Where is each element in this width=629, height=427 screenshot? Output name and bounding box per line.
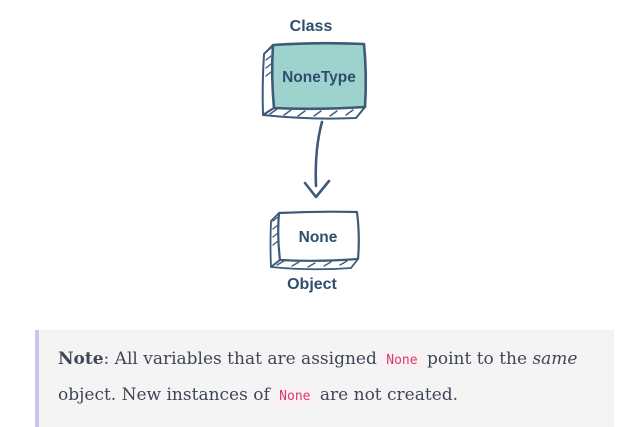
diagram-canvas: Class NoneType [261, 18, 368, 293]
note-text: Note: All variables that are assigned No… [58, 342, 590, 414]
note-text-part4: are not created. [314, 385, 459, 405]
object-box-hatching [272, 216, 348, 268]
down-arrow-icon [303, 120, 331, 199]
note-label: Note [58, 349, 104, 369]
class-label: Class [290, 18, 333, 35]
class-box-bottom-edge [262, 106, 366, 120]
nonetype-diagram: Class NoneType [261, 18, 368, 293]
arrow-head [303, 179, 331, 199]
class-box [261, 41, 368, 120]
inline-code-none: None [382, 352, 422, 369]
inline-code-none-2: None [275, 388, 315, 405]
note-text-part3: object. New instances of [58, 385, 276, 405]
object-box-text: None [299, 229, 338, 246]
object-box-face [277, 210, 360, 262]
object-box [269, 210, 360, 271]
class-box-face [270, 41, 368, 111]
note-text-emphasis: same [532, 349, 578, 369]
note-text-part1: : All variables that are assigned [103, 349, 383, 369]
class-box-text: NoneType [282, 69, 356, 86]
note-callout: Note: All variables that are assigned No… [35, 330, 614, 427]
object-label: Object [287, 276, 337, 293]
class-box-hatching [265, 47, 354, 117]
arrow-shaft [314, 120, 324, 188]
note-text-part2: point to the [421, 349, 533, 369]
